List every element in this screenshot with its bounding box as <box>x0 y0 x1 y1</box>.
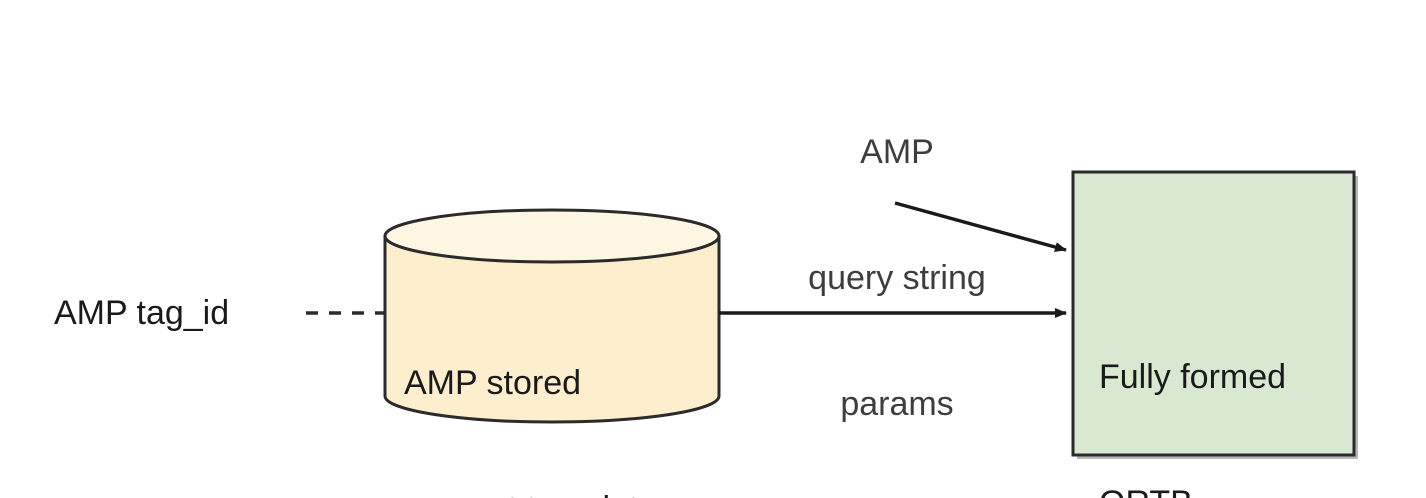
cylinder-label: AMP stored request template <box>404 278 657 498</box>
output-box-shape <box>1071 170 1356 457</box>
output-box-label: Fully formed ORTB <box>1099 272 1286 498</box>
cylinder-shape <box>383 208 721 424</box>
query-string-params-label: AMP query string params <box>767 47 1027 498</box>
cylinder-label-line-1: AMP stored <box>404 364 582 402</box>
query-params-label-line-2: query string <box>808 259 986 297</box>
query-params-label-line-3: params <box>840 385 954 423</box>
amp-tag-id-label: AMP tag_id <box>54 294 230 332</box>
query-params-label-line-1: AMP <box>860 133 934 171</box>
output-box-label-line-2: ORTB <box>1099 482 1286 498</box>
cylinder-label-line-2: request template <box>404 488 657 498</box>
connector-params-to-ortb <box>894 201 1067 252</box>
output-box-label-line-1: Fully formed <box>1099 358 1287 396</box>
